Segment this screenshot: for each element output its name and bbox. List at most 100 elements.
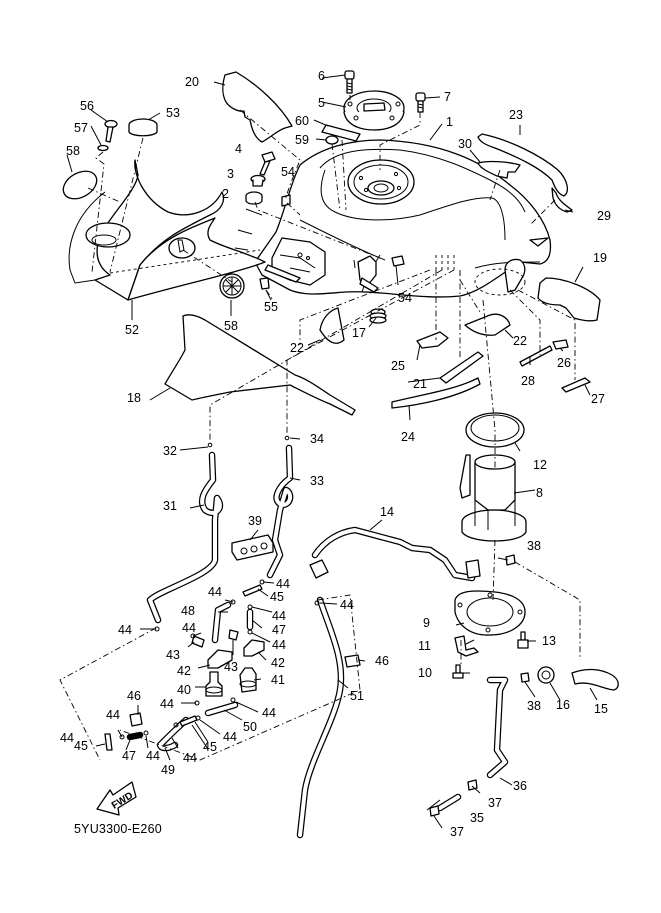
callout-47b: 47: [122, 749, 136, 763]
callout-38a: 38: [527, 539, 541, 553]
callout-44d: 44: [276, 577, 290, 591]
bolt-7[interactable]: [415, 92, 426, 113]
callout-14: 14: [380, 505, 394, 519]
joint-45a[interactable]: [242, 584, 263, 597]
clamp-11[interactable]: [454, 635, 479, 657]
leader-lines: [66, 74, 598, 829]
assembly-lines: [59, 95, 581, 761]
pad-21[interactable]: [439, 351, 484, 384]
connector-14b[interactable]: [465, 559, 481, 579]
damper-54b[interactable]: [391, 255, 405, 267]
callout-42b: 42: [271, 656, 285, 670]
damper-54a[interactable]: [281, 194, 291, 207]
callout-57: 57: [74, 121, 88, 135]
callout-51: 51: [350, 689, 364, 703]
plate-18[interactable]: [164, 314, 356, 416]
emblem-58a[interactable]: [58, 166, 101, 205]
callout-44h: 44: [160, 697, 174, 711]
pad-28[interactable]: [519, 345, 553, 367]
callout-6: 6: [318, 69, 325, 83]
cover-20[interactable]: [222, 71, 293, 143]
hose-clips-44: [119, 435, 320, 740]
pad-25[interactable]: [416, 331, 449, 349]
fuel-cap-assembly[interactable]: [343, 90, 405, 131]
collar-3[interactable]: [250, 174, 266, 187]
callout-45c: 45: [74, 739, 88, 753]
clip-37b[interactable]: [429, 805, 440, 817]
fuel-pump-8[interactable]: [459, 454, 527, 542]
callout-21: 21: [413, 377, 427, 391]
emblem-58b[interactable]: [219, 273, 245, 299]
hose-15[interactable]: [571, 668, 619, 691]
callout-45a: 45: [270, 590, 284, 604]
callout-27: 27: [591, 392, 605, 406]
bolt-4[interactable]: [259, 151, 276, 176]
clip-38b[interactable]: [520, 672, 530, 683]
hose-47a[interactable]: [126, 731, 144, 741]
holder-39[interactable]: [231, 534, 274, 561]
callout-8: 8: [536, 486, 543, 500]
fuel-tank[interactable]: [254, 139, 552, 298]
callout-18: 18: [127, 391, 141, 405]
plate-9[interactable]: [454, 590, 526, 636]
clip-46a[interactable]: [344, 654, 361, 668]
joint-45b[interactable]: [179, 715, 198, 727]
clip-55[interactable]: [259, 277, 270, 290]
joint-45c[interactable]: [104, 733, 113, 751]
callout-49: 49: [161, 763, 175, 777]
callout-37b: 37: [450, 825, 464, 839]
pad-60[interactable]: [321, 124, 361, 142]
valve-40[interactable]: [205, 671, 223, 697]
callout-54b: 54: [398, 291, 412, 305]
pad-24[interactable]: [391, 377, 481, 409]
callout-2: 2: [222, 187, 229, 201]
callout-56: 56: [80, 99, 94, 113]
callout-48: 48: [181, 604, 195, 618]
hose-51[interactable]: [296, 596, 345, 839]
clamp-42b[interactable]: [243, 639, 265, 657]
callout-36: 36: [513, 779, 527, 793]
washer-57[interactable]: [97, 144, 109, 152]
pad-22a[interactable]: [319, 307, 345, 344]
callout-29: 29: [597, 209, 611, 223]
callout-41: 41: [271, 673, 285, 687]
pad-22b[interactable]: [464, 313, 511, 336]
pad-26[interactable]: [552, 339, 569, 350]
callout-44g: 44: [340, 598, 354, 612]
bolt-10[interactable]: [452, 664, 464, 679]
clip-37a[interactable]: [467, 779, 478, 791]
screw-56[interactable]: [104, 119, 118, 143]
callout-labels: 1 2 3 4 5 6 7 8 9 10 11 12 13 14 15 16 1…: [60, 69, 611, 839]
callout-12: 12: [533, 458, 547, 472]
bolt-13[interactable]: [517, 631, 529, 649]
callout-3: 3: [227, 167, 234, 181]
cap-53[interactable]: [128, 118, 158, 137]
clip-46b[interactable]: [129, 712, 143, 727]
pad-27[interactable]: [561, 377, 591, 393]
connector-14a[interactable]: [309, 559, 329, 579]
callout-10: 10: [418, 666, 432, 680]
callout-44n: 44: [60, 731, 74, 745]
clamp-42a[interactable]: [207, 649, 233, 669]
cover-23[interactable]: [477, 133, 569, 197]
callout-43b: 43: [224, 660, 238, 674]
clip-38a[interactable]: [505, 554, 516, 566]
callout-7: 7: [444, 90, 451, 104]
callout-4: 4: [235, 142, 242, 156]
cover-19[interactable]: [537, 277, 601, 322]
damper-17[interactable]: [369, 308, 387, 324]
bolt-6[interactable]: [344, 70, 355, 94]
callout-44e: 44: [272, 609, 286, 623]
callout-44k: 44: [183, 751, 197, 765]
valve-41[interactable]: [239, 667, 257, 693]
fuel-hose-14[interactable]: [311, 526, 476, 582]
pad-30[interactable]: [477, 160, 521, 179]
callout-46a: 46: [375, 654, 389, 668]
callout-44f: 44: [272, 638, 286, 652]
bolt-43b[interactable]: [228, 629, 239, 641]
callout-45b: 45: [203, 740, 217, 754]
seal-59[interactable]: [325, 135, 339, 145]
clamp-16[interactable]: [537, 666, 555, 684]
bolt-43a[interactable]: [191, 635, 205, 648]
grommet-2[interactable]: [245, 191, 263, 205]
